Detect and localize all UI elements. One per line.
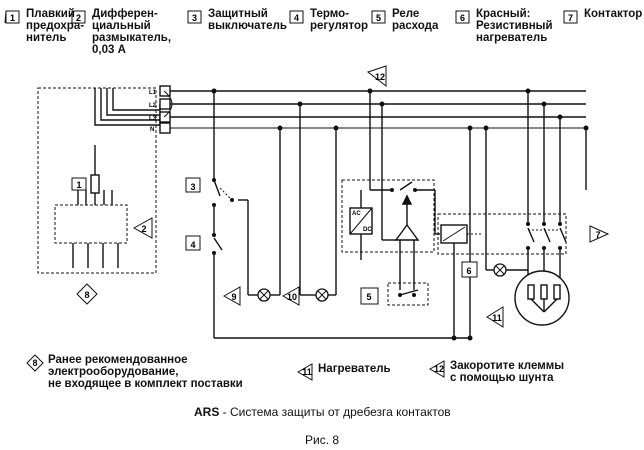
marker-3-icon: 3 bbox=[187, 10, 202, 24]
legend-text-rcd: Дифферен- циальный размыкатель, 0,03 А bbox=[92, 8, 172, 56]
legend-item-heater-red: 6 Красный: Резистивный нагреватель bbox=[454, 8, 553, 44]
svg-text:4: 4 bbox=[294, 13, 299, 23]
legend-item-heater: 11 Нагреватель bbox=[296, 363, 391, 381]
svg-text:12: 12 bbox=[434, 364, 444, 374]
svg-text:1: 1 bbox=[10, 13, 15, 23]
terminal-label-l3: L3 bbox=[149, 116, 157, 122]
legend-item-rcd: 2 Дифферен- циальный размыкатель, 0,03 А bbox=[70, 8, 171, 56]
legend-text-breaker: Защитный выключатель bbox=[208, 8, 287, 32]
diagram-marker-3: 3 bbox=[190, 182, 195, 192]
marker-4-icon: 4 bbox=[289, 10, 304, 24]
diagram-marker-1: 1 bbox=[76, 180, 81, 190]
flow-switch-box bbox=[387, 282, 429, 306]
legend-item-contactor: 7 Контактор bbox=[562, 8, 642, 26]
fuse-symbol bbox=[90, 174, 100, 194]
flow-relay-box bbox=[341, 179, 435, 253]
legend-text-flow-relay: Реле расхода bbox=[392, 8, 439, 32]
terminal-label-l1: L1 bbox=[149, 90, 157, 96]
svg-text:8: 8 bbox=[32, 358, 37, 368]
terminal-label-n: N bbox=[150, 127, 154, 133]
diagram-marker-4: 4 bbox=[190, 240, 195, 250]
legend-text-shunt: Закоротите клеммы с помощью шунта bbox=[450, 360, 565, 384]
title-text: - Система защиты от дребезга контактов bbox=[219, 405, 451, 419]
diagram-marker-9: 9 bbox=[231, 292, 236, 302]
diagram-marker-8: 8 bbox=[84, 290, 89, 300]
legend-item-breaker: 3 Защитный выключатель bbox=[186, 8, 287, 32]
svg-text:3: 3 bbox=[192, 13, 197, 23]
marker-6-icon: 6 bbox=[455, 10, 470, 24]
brand-name: ARS bbox=[194, 405, 220, 419]
diagram-marker-12: 12 bbox=[375, 72, 385, 82]
terminal-label-l2: L2 bbox=[149, 103, 157, 109]
diagram-marker-2: 2 bbox=[141, 224, 146, 234]
marker-1-icon: 1 bbox=[4, 10, 20, 24]
relay-label-dc: DC bbox=[363, 227, 372, 233]
diagram-marker-11: 11 bbox=[492, 313, 502, 323]
relay-label-ac: AC bbox=[352, 211, 361, 217]
marker-11-icon: 11 bbox=[296, 363, 313, 381]
legend-text-thermostat: Термо- регулятор bbox=[310, 8, 368, 32]
diagram-marker-6: 6 bbox=[466, 266, 471, 276]
marker-8-icon: 8 bbox=[26, 354, 44, 372]
figure-number: Рис. 8 bbox=[305, 433, 340, 447]
svg-text:5: 5 bbox=[376, 13, 381, 23]
legend-item-fuse: 1 Плавкий предохра- нитель bbox=[4, 8, 84, 44]
rcd-box bbox=[54, 204, 128, 244]
prior-equipment-box bbox=[37, 87, 157, 274]
legend-item-thermostat: 4 Термо- регулятор bbox=[288, 8, 368, 32]
marker-2-icon: 2 bbox=[71, 10, 86, 24]
contactor-box bbox=[437, 213, 567, 255]
diagram-marker-7: 7 bbox=[595, 230, 600, 240]
marker-12-icon: 12 bbox=[428, 360, 445, 378]
legend-text-prior-equipment: Ранее рекомендованное электрооборудовани… bbox=[48, 354, 243, 390]
diagram-marker-5: 5 bbox=[366, 292, 371, 302]
svg-text:2: 2 bbox=[76, 13, 81, 23]
marker-5-icon: 5 bbox=[371, 10, 386, 24]
figure-title: ARS - Система защиты от дребезга контакт… bbox=[194, 405, 451, 419]
legend-text-fuse: Плавкий предохра- нитель bbox=[26, 8, 85, 44]
svg-text:7: 7 bbox=[568, 13, 573, 23]
diagram-marker-10: 10 bbox=[287, 292, 297, 302]
legend-item-flow-relay: 5 Реле расхода bbox=[370, 8, 438, 32]
legend-item-shunt: 12 Закоротите клеммы с помощью шунта bbox=[428, 360, 564, 384]
marker-7-icon: 7 bbox=[563, 10, 578, 24]
svg-text:11: 11 bbox=[302, 367, 312, 377]
legend-text-heater: Нагреватель bbox=[318, 363, 391, 375]
svg-text:6: 6 bbox=[460, 13, 465, 23]
legend-item-prior-equipment: 8 Ранее рекомендованное электрооборудова… bbox=[26, 354, 243, 390]
legend-text-heater-red: Красный: Резистивный нагреватель bbox=[476, 8, 553, 44]
legend-text-contactor: Контактор bbox=[584, 8, 643, 20]
